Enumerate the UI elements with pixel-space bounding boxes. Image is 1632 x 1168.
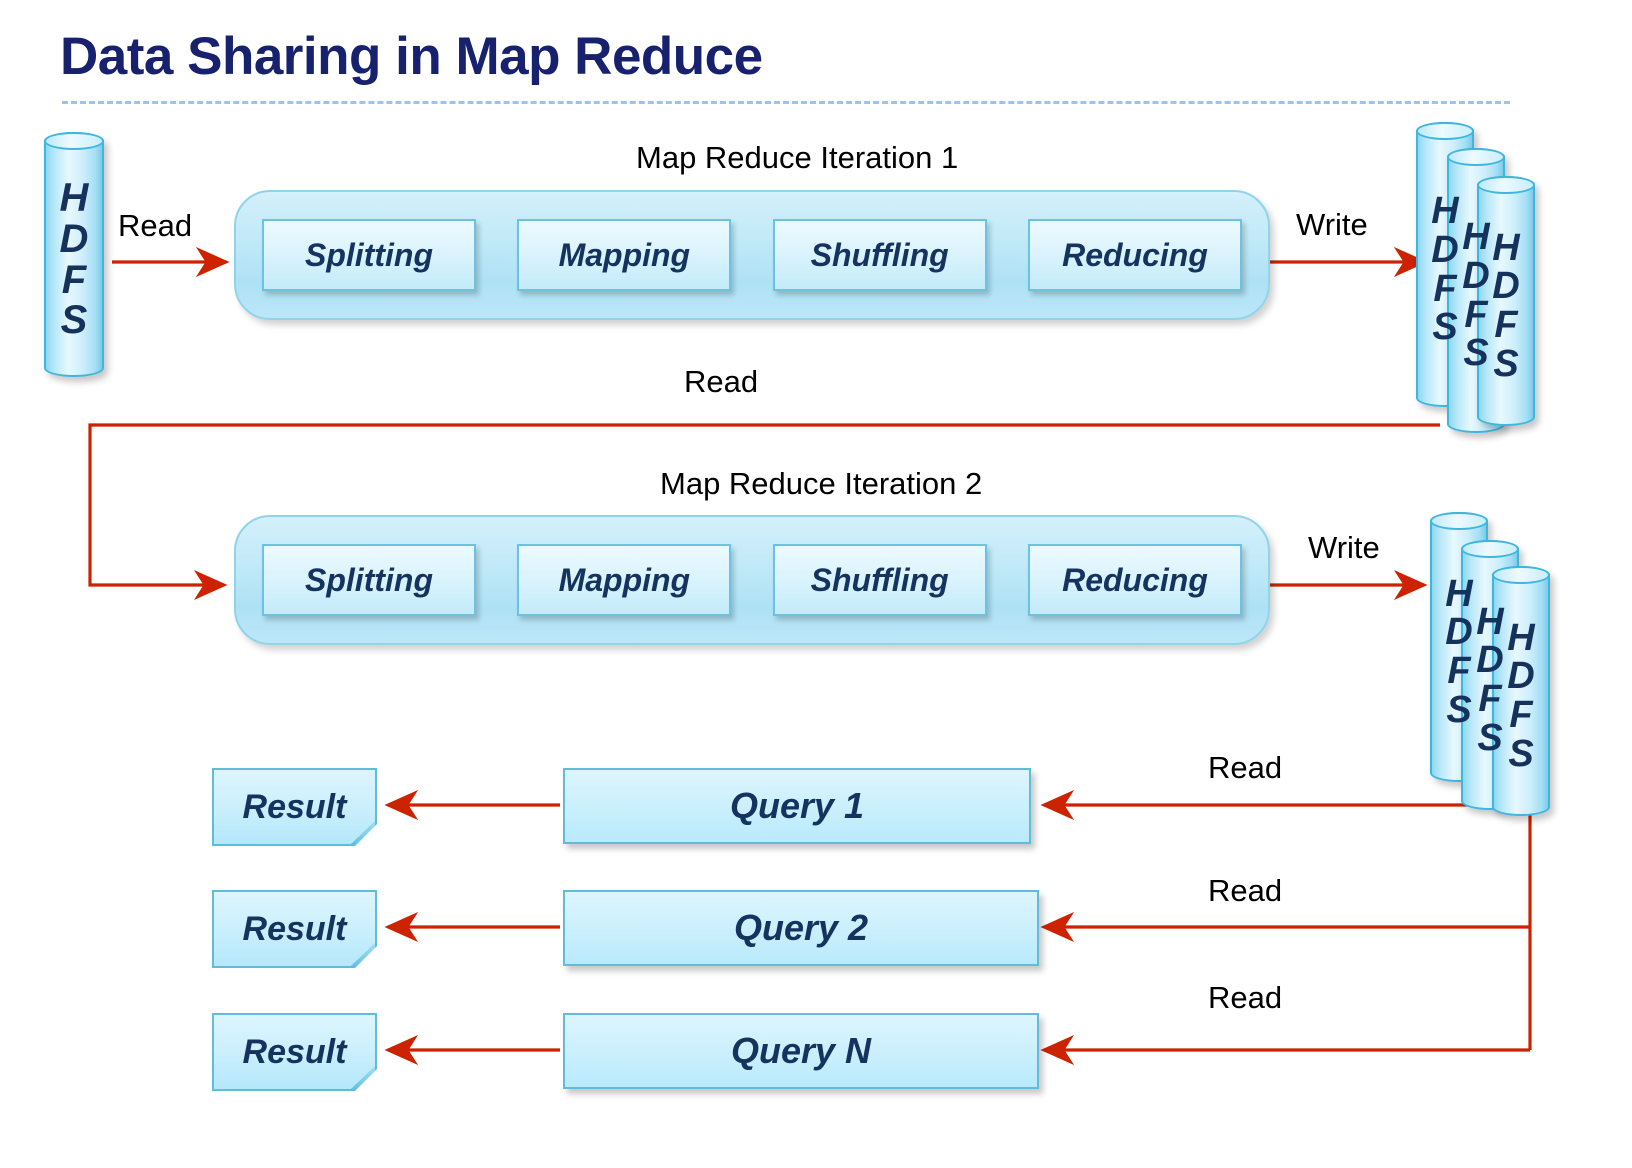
hdfs-letter: F	[1433, 267, 1457, 310]
hdfs-letter: D	[1445, 611, 1473, 654]
stage-mapping-2[interactable]: Mapping	[517, 544, 732, 616]
hdfs-letter: H	[59, 175, 89, 220]
hdfs-output-1-cylinder-back[interactable]: H D F S	[1416, 122, 1474, 407]
hdfs-letter: H	[1492, 226, 1520, 269]
hdfs-output-1-label-front: H D F S	[1479, 178, 1533, 424]
hdfs-letter: F	[1494, 304, 1518, 346]
hdfs-letter: D	[1507, 655, 1535, 698]
hdfs-source-cylinder[interactable]: H D F S	[44, 132, 104, 377]
hdfs-letter: D	[1476, 639, 1504, 682]
hdfs-letter: F	[1509, 694, 1533, 736]
hdfs-letter: H	[1507, 616, 1535, 659]
result-box-1[interactable]: Result	[212, 768, 377, 846]
hdfs-letter: H	[1476, 600, 1504, 643]
label-write-iter2: Write	[1308, 530, 1380, 565]
hdfs-letter: D	[59, 216, 89, 261]
hdfs-letter: D	[1431, 228, 1459, 271]
stage-reducing-1[interactable]: Reducing	[1027, 219, 1242, 291]
hdfs-letter: D	[1462, 254, 1490, 297]
label-read-query-2: Read	[1208, 873, 1283, 908]
stage-mapping-1[interactable]: Mapping	[517, 219, 732, 291]
result-box-2[interactable]: Result	[212, 890, 377, 968]
hdfs-letter: H	[1445, 572, 1473, 615]
hdfs-letter: S	[1432, 306, 1458, 349]
hdfs-letter: F	[1464, 293, 1488, 336]
result-label: Result	[242, 1032, 347, 1071]
hdfs-output-2-cylinder-front[interactable]: H D F S	[1492, 566, 1550, 816]
hdfs-letter: H	[1431, 190, 1459, 232]
query-box-2[interactable]: Query 2	[563, 890, 1039, 966]
stage-reducing-2[interactable]: Reducing	[1027, 544, 1242, 616]
iteration-2-title: Map Reduce Iteration 2	[660, 466, 983, 501]
folded-corner-icon	[351, 1066, 375, 1089]
hdfs-letter: S	[1493, 342, 1519, 385]
hdfs-letter: S	[60, 298, 88, 343]
hdfs-letter: F	[1447, 650, 1471, 692]
hdfs-output-2-label-back: H D F S	[1432, 514, 1486, 780]
stage-shuffling-2[interactable]: Shuffling	[772, 544, 987, 616]
iteration-1-container: Splitting Mapping Shuffling Reducing	[234, 190, 1270, 320]
hdfs-letter: H	[1462, 216, 1490, 258]
stage-shuffling-1[interactable]: Shuffling	[772, 219, 987, 291]
hdfs-output-1-label-back: H D F S	[1418, 124, 1472, 405]
label-write-iter1: Write	[1296, 207, 1368, 242]
hdfs-output-2-label-front: H D F S	[1494, 568, 1548, 814]
stage-splitting-1[interactable]: Splitting	[262, 219, 476, 291]
hdfs-source-label: H D F S	[46, 134, 102, 375]
stage-splitting-2[interactable]: Splitting	[262, 544, 476, 616]
hdfs-output-1-cylinder-mid[interactable]: H D F S	[1447, 148, 1505, 433]
iteration-2-container: Splitting Mapping Shuffling Reducing	[234, 515, 1270, 645]
label-read-query-1: Read	[1208, 750, 1283, 785]
hdfs-letter: S	[1463, 332, 1489, 375]
folded-corner-icon	[351, 943, 375, 966]
hdfs-letter: D	[1492, 265, 1520, 308]
hdfs-output-1-cylinder-front[interactable]: H D F S	[1477, 176, 1535, 426]
query-box-3[interactable]: Query N	[563, 1013, 1039, 1089]
query-box-1[interactable]: Query 1	[563, 768, 1031, 844]
folded-corner-icon	[351, 821, 375, 844]
hdfs-letter: S	[1477, 716, 1503, 759]
label-read-intermediate: Read	[684, 364, 759, 399]
label-read-source: Read	[118, 208, 193, 243]
hdfs-letter: S	[1446, 688, 1472, 731]
title-divider	[62, 101, 1510, 104]
hdfs-letter: S	[1508, 732, 1534, 775]
hdfs-letter: F	[1478, 678, 1502, 720]
result-label: Result	[242, 787, 347, 826]
hdfs-output-2-cylinder-mid[interactable]: H D F S	[1461, 540, 1519, 810]
page-title: Data Sharing in Map Reduce	[60, 27, 763, 86]
label-read-query-3: Read	[1208, 980, 1283, 1015]
result-label: Result	[242, 909, 347, 948]
result-box-3[interactable]: Result	[212, 1013, 377, 1091]
hdfs-output-2-label-mid: H D F S	[1463, 542, 1517, 808]
hdfs-letter: F	[61, 257, 87, 302]
iteration-1-title: Map Reduce Iteration 1	[636, 140, 959, 175]
hdfs-output-1-label-mid: H D F S	[1449, 150, 1503, 431]
